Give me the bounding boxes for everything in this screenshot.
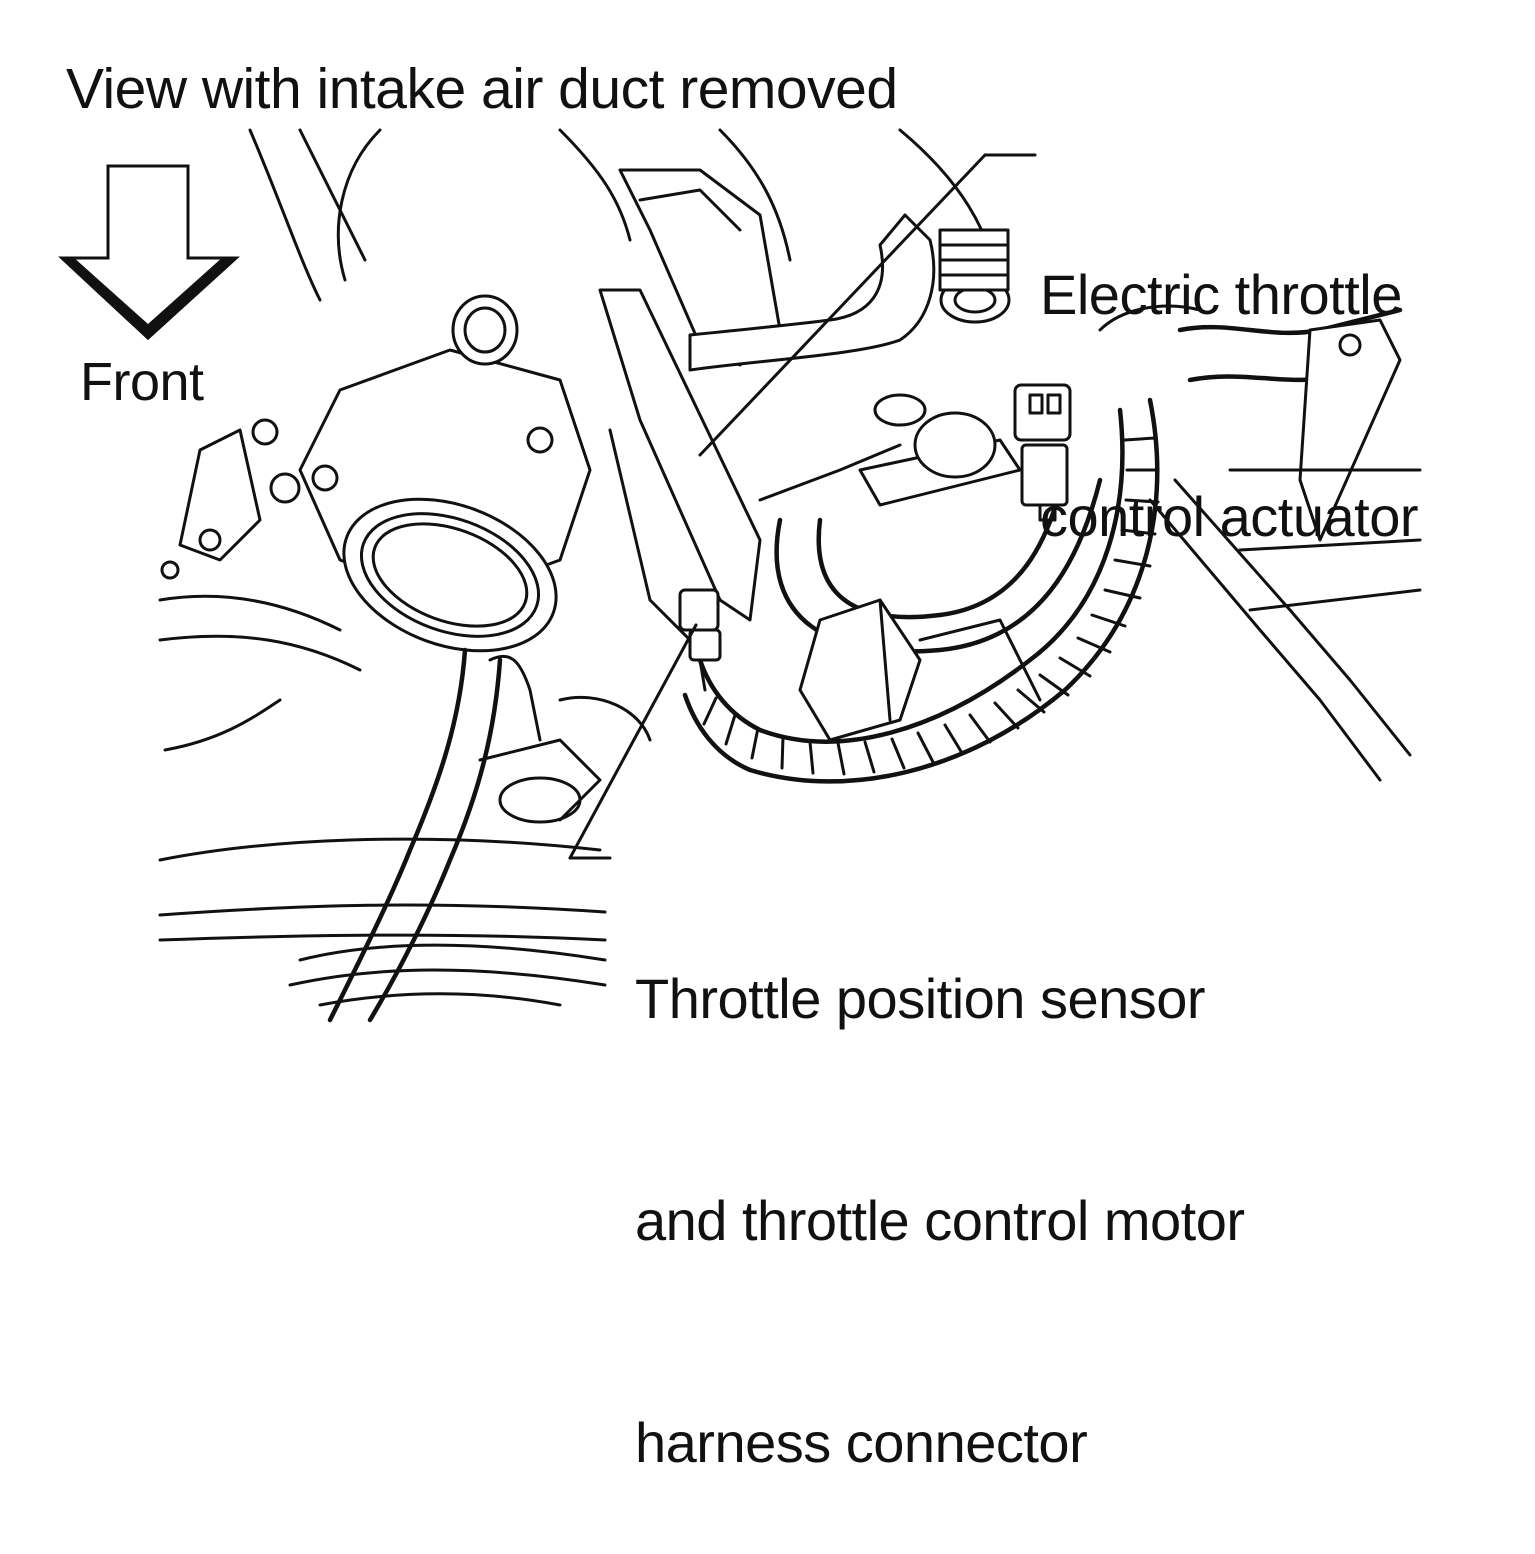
engine-line-drawing <box>58 128 1422 1023</box>
callout-line: harness connector <box>635 1411 1088 1474</box>
callout-line: control actuator <box>1040 485 1418 548</box>
callout-line: Throttle position sensor <box>635 967 1206 1030</box>
callout-line: and throttle control motor <box>635 1189 1245 1252</box>
down-arrow-icon <box>58 164 240 341</box>
callout-electric-throttle-control-actuator: Electric throttle control actuator <box>1040 110 1418 628</box>
front-orientation-label: Front <box>80 352 204 412</box>
engine-bay-illustration <box>158 128 1422 1023</box>
callout-tps-harness-connector: Throttle position sensor and throttle co… <box>635 814 1245 1554</box>
callout-line: Electric throttle <box>1040 263 1402 326</box>
page-title: View with intake air duct removed <box>66 57 898 121</box>
